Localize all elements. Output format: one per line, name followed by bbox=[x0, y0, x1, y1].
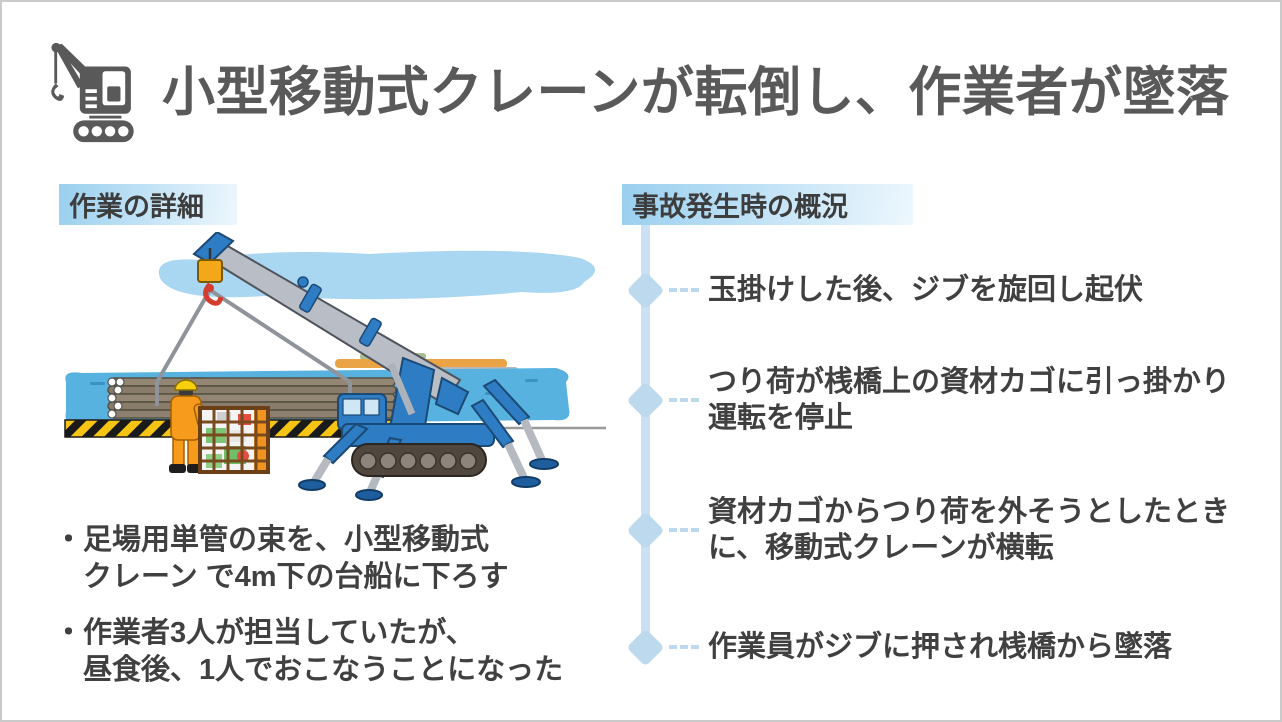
event-text: つり荷が桟橋上の資材カゴに引っ掛かり 運転を停止 bbox=[708, 366, 1231, 434]
bullet-text: 作業者3人が担当していたが、 昼食後、1人でおこなうことになった bbox=[83, 617, 564, 686]
mobile-crane-icon bbox=[51, 42, 134, 143]
diamond-marker-icon bbox=[626, 380, 665, 420]
page-title: 小型移動式クレーンが転倒し、作業者が墜落 bbox=[162, 62, 1230, 122]
timeline-event: 資材カゴからつり荷を外そうとしたとき に、移動式クレーンが横転 bbox=[622, 494, 1230, 566]
event-text: 作業員がジブに押され桟橋から墜落 bbox=[708, 631, 1173, 663]
timeline-event: 玉掛けした後、ジブを旋回し起伏 bbox=[622, 270, 1144, 310]
bullet-marker: ・ bbox=[54, 524, 84, 556]
bullet-marker: ・ bbox=[54, 617, 84, 649]
dash-connector bbox=[669, 528, 699, 532]
list-item: ・ 作業者3人が担当していたが、 昼食後、1人でおこなうことになった bbox=[54, 615, 619, 689]
section-header-work-details: 作業の詳細 bbox=[59, 184, 237, 225]
title-row: 小型移動式クレーンが転倒し、作業者が墜落 bbox=[42, 42, 1229, 144]
hook-block bbox=[197, 248, 224, 306]
timeline-event: つり荷が桟橋上の資材カゴに引っ掛かり 運転を停止 bbox=[622, 364, 1230, 436]
event-text: 資材カゴからつり荷を外そうとしたとき に、移動式クレーンが横転 bbox=[708, 496, 1231, 564]
diamond-marker-icon bbox=[626, 270, 665, 310]
section-header-accident-overview: 事故発生時の概況 bbox=[622, 184, 913, 225]
timeline-spine bbox=[641, 225, 650, 651]
list-item: ・ 足場用単管の束を、小型移動式 クレーン で4m下の台船に下ろす bbox=[54, 522, 619, 596]
dash-connector bbox=[669, 288, 699, 292]
diamond-marker-icon bbox=[626, 510, 665, 550]
material-cage bbox=[198, 406, 270, 474]
dash-connector bbox=[669, 398, 699, 402]
crane-accident-illustration bbox=[64, 232, 606, 501]
diamond-marker-icon bbox=[626, 627, 665, 667]
dash-connector bbox=[669, 645, 699, 649]
sling-wires bbox=[155, 288, 352, 406]
bullet-text: 足場用単管の束を、小型移動式 クレーン で4m下の台船に下ろす bbox=[83, 524, 509, 593]
timeline-event: 作業員がジブに押され桟橋から墜落 bbox=[622, 627, 1173, 667]
mini-crawler-crane bbox=[298, 356, 559, 501]
event-text: 玉掛けした後、ジブを旋回し起伏 bbox=[708, 274, 1144, 306]
